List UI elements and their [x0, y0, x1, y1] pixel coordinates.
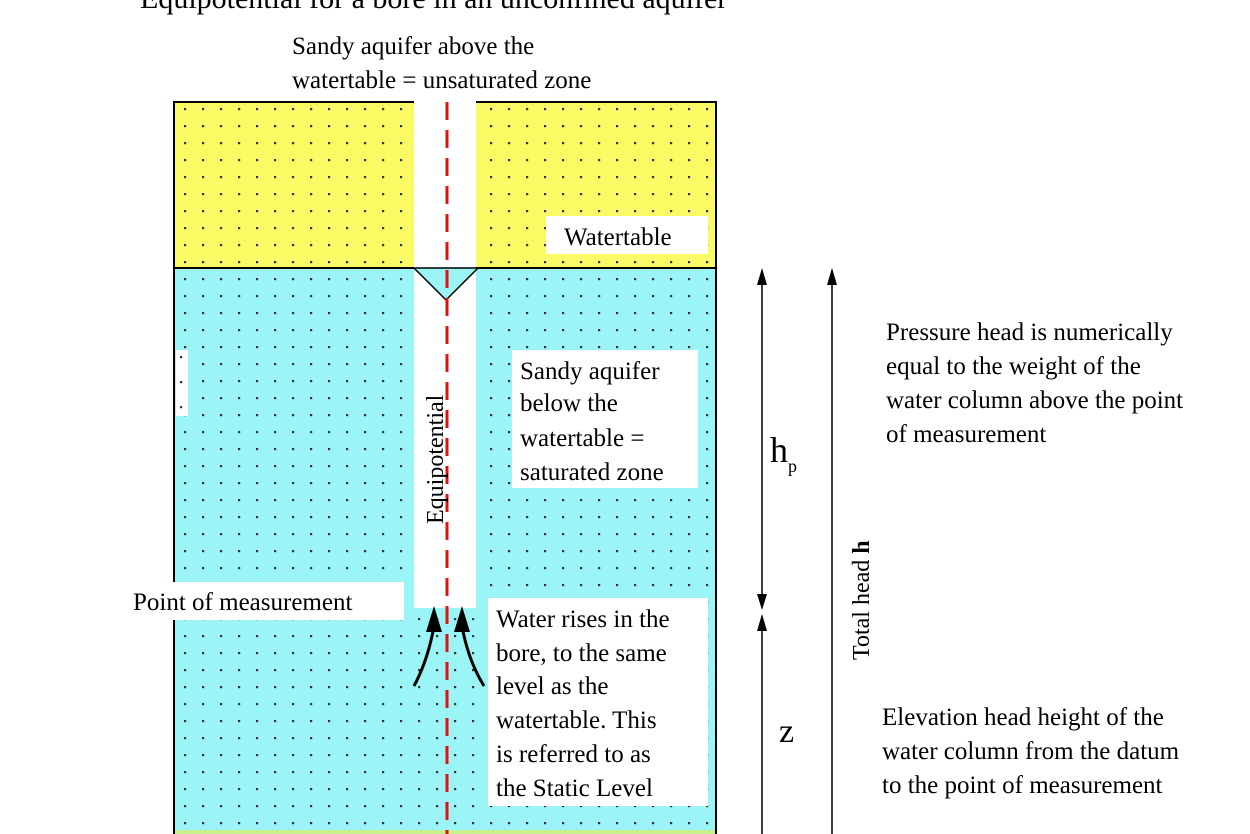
saturated-caption-line4: saturated zone: [520, 459, 664, 486]
equipotential-label: Equipotential: [423, 394, 449, 524]
unsaturated-caption-line1: Sandy aquifer above the: [292, 33, 534, 60]
rise-arrow-left-head: [426, 606, 442, 632]
watertable-label-box: [546, 216, 708, 254]
watertable-label: Watertable: [564, 224, 672, 251]
edge-marker-dot: [180, 381, 183, 384]
water-rises-line4: watertable. This: [496, 707, 657, 734]
edge-marker-dot: [180, 406, 183, 409]
edge-marker-dot: [180, 356, 183, 359]
pressure-head-arrow-bottom: [757, 594, 767, 610]
total-head-label: Total head h: [849, 540, 875, 660]
rise-arrow-right-head: [454, 606, 470, 632]
pressure-head-note-line3: water column above the point: [886, 387, 1183, 414]
elevation-head-note-line1: Elevation head height of the: [882, 704, 1164, 731]
rise-arrow-right: [460, 625, 486, 687]
water-rises-line6: the Static Level: [496, 775, 653, 802]
water-rises-line1: Water rises in the: [496, 606, 670, 633]
water-rises-line5: is referred to as: [496, 741, 651, 768]
pressure-head-symbol: hp: [770, 430, 797, 476]
point-of-measurement-label: Point of measurement: [133, 589, 352, 616]
unsaturated-caption-line2: watertable = unsaturated zone: [292, 67, 591, 94]
pressure-head-arrow-top: [757, 268, 767, 285]
elevation-head-note-line2: water column from the datum: [882, 738, 1180, 765]
water-rises-line2: bore, to the same: [496, 640, 667, 667]
water-rises-line3: level as the: [496, 673, 608, 700]
total-head-arrow-top: [827, 268, 837, 285]
saturated-caption-line1: Sandy aquifer: [520, 358, 660, 385]
pressure-head-note-line4: of measurement: [886, 421, 1046, 448]
bore: [414, 98, 476, 608]
elevation-head-note-line3: to the point of measurement: [882, 772, 1163, 799]
saturated-caption-line2: below the: [520, 390, 618, 417]
saturated-caption-line3: watertable =: [520, 425, 644, 452]
point-label-box: [128, 582, 404, 620]
elevation-head-arrow-top: [757, 614, 767, 631]
diagram-title: Equipotential for a bore in an unconfine…: [140, 0, 727, 15]
saturated-label-box: [512, 350, 698, 488]
elevation-head-symbol: z: [779, 713, 794, 750]
pressure-head-note-line2: equal to the weight of the: [886, 353, 1141, 380]
water-rises-box: [488, 598, 708, 806]
pressure-head-note-line1: Pressure head is numerically: [886, 319, 1173, 346]
datum-strip: [174, 830, 716, 834]
